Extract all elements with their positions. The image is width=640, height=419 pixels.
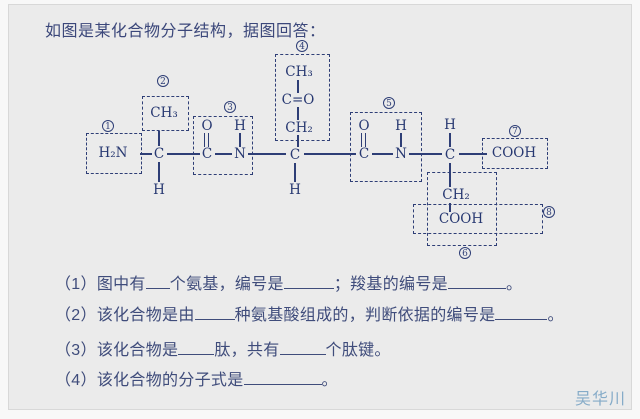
group-box-8-carboxyl (413, 204, 543, 234)
bond (372, 153, 393, 155)
answer-blank (194, 306, 235, 320)
circled-number-3: 3 (224, 101, 236, 113)
amino-group: H₂N (98, 145, 128, 161)
answer-blank (495, 306, 548, 320)
double-bond (361, 133, 366, 147)
hydrogen: H (153, 182, 165, 198)
group-box-4-side-chain (275, 54, 330, 141)
question-text: 该化合物是 (96, 342, 179, 359)
circled-number-4: 4 (296, 40, 308, 52)
side-chain-methylene-2: CH₂ (442, 187, 470, 203)
question-text: 图中有 (96, 276, 146, 293)
question-text: 个肽键。 (325, 342, 391, 359)
group-box-6-side-chain (427, 172, 497, 246)
answer-blank (283, 275, 334, 289)
question-prompt-title: 如图是某化合物分子结构，据图回答： (45, 23, 326, 40)
bond (459, 153, 487, 155)
question-text: ；羧基的编号是 (333, 276, 448, 293)
alpha-carbon-1: C (153, 146, 165, 162)
oxygen: O (201, 118, 213, 134)
group-box-2-methyl (142, 96, 189, 131)
nitrogen-1: N (234, 146, 246, 162)
bond (409, 153, 442, 155)
question-number: （3） (55, 342, 97, 359)
bond (294, 163, 296, 182)
bond (239, 133, 241, 147)
author-watermark: 吴华川 (575, 391, 627, 408)
question-2: （2）该化合物是由 种氨基酸组成的，判断依据的编号是 。 (55, 301, 564, 325)
question-text: 该化合物是由 (96, 307, 195, 324)
double-bond (204, 133, 209, 147)
hydrogen: H (395, 118, 407, 134)
question-3: （3）该化合物是 肽，共有 个肽键。 (55, 336, 391, 360)
methyl-group-1: CH₃ (150, 105, 178, 121)
question-text: 肽，共有 (214, 342, 280, 359)
answer-blank (279, 341, 326, 355)
bond (297, 107, 299, 120)
alpha-carbon-2: C (289, 147, 301, 163)
question-number: （2） (55, 307, 97, 324)
nitrogen-2: N (395, 146, 407, 162)
side-chain-methylene: CH₂ (285, 120, 313, 136)
circled-number-1: 1 (102, 120, 114, 132)
circled-number-7: 7 (509, 125, 521, 137)
question-4: （4）该化合物的分子式是 。 (55, 366, 338, 390)
question-text: 。 (547, 307, 564, 324)
answer-blank (178, 341, 215, 355)
question-text: 该化合物的分子式是 (96, 372, 244, 389)
answer-blank (243, 371, 322, 385)
carbonyl-carbon-1: C (201, 146, 213, 162)
worksheet-panel (8, 4, 632, 410)
answer-blank (145, 275, 170, 289)
question-text: 。 (505, 276, 523, 293)
bond (248, 153, 286, 155)
circled-number-8: 8 (543, 206, 555, 218)
hydrogen: H (289, 182, 301, 198)
carboxyl-group-bottom: COOH (438, 211, 484, 227)
answer-blank (447, 275, 506, 289)
side-chain-methyl: CH₃ (285, 64, 313, 80)
bond (449, 133, 451, 147)
circled-number-5: 5 (383, 97, 395, 109)
question-1: （1）图中有 个氨基，编号是 ；羧基的编号是 。 (55, 270, 522, 294)
bond (449, 203, 451, 212)
bond (215, 153, 232, 155)
hydrogen: H (444, 117, 456, 133)
carbonyl-carbon-2: C (358, 146, 370, 162)
question-number: （1） (55, 276, 97, 293)
bond (140, 153, 152, 155)
bond (304, 153, 356, 155)
question-text: 。 (321, 372, 338, 389)
question-text: 个氨基，编号是 (169, 276, 284, 293)
bond (449, 163, 451, 187)
hydrogen: H (234, 118, 246, 134)
alpha-carbon-3: C (444, 147, 456, 163)
group-box-5-peptide-bond (350, 112, 422, 182)
side-chain-carbonyl: C=O (281, 92, 315, 108)
bond (400, 133, 402, 147)
bond (297, 80, 299, 93)
bond (158, 162, 160, 182)
circled-number-6: 6 (459, 247, 471, 259)
bond (167, 153, 200, 155)
circled-number-2: 2 (157, 75, 169, 87)
question-number: （4） (55, 372, 97, 389)
carboxyl-group-top: COOH (491, 145, 537, 161)
oxygen: O (358, 118, 370, 134)
bond (158, 131, 160, 146)
group-box-3-peptide-bond (193, 116, 253, 175)
bond (297, 135, 299, 147)
question-text: 种氨基酸组成的，判断依据的编号是 (234, 307, 496, 324)
